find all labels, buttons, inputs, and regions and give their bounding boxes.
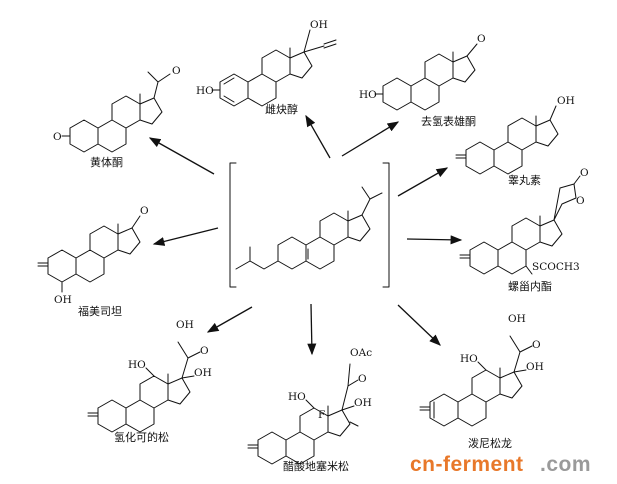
caption-dhea: 去氢表雄酮 [421, 114, 476, 128]
atom-label: OH [354, 397, 372, 409]
molecule-testosterone: OH [455, 95, 575, 175]
atom-label: HO [460, 353, 478, 365]
atom-label: OH [526, 361, 544, 373]
molecule-progesterone: O O [53, 65, 181, 153]
atom-label: O [580, 167, 589, 179]
caption-testosterone: 睾丸素 [508, 173, 541, 187]
atom-label: SCOCH3 [532, 261, 580, 273]
atom-label: F [318, 409, 325, 421]
caption-prednisolone: 泼尼松龙 [468, 436, 512, 450]
atom-label: O [53, 131, 62, 143]
atom-label: HO [288, 391, 306, 403]
reaction-arrows [148, 114, 463, 356]
atom-label: OH [310, 19, 328, 31]
caption-progesterone: 黄体酮 [90, 155, 123, 169]
atom-label: OH [194, 367, 212, 379]
atom-label: O [532, 339, 541, 351]
caption-hydrocortisone: 氢化可的松 [114, 430, 169, 444]
atom-label: O [200, 345, 209, 357]
caption-formestane: 福美司坦 [78, 304, 122, 318]
atom-label: HO [359, 89, 377, 101]
caption-dexamethasone-acetate: 醋酸地塞米松 [283, 459, 349, 473]
caption-ethinylestradiol: 雌炔醇 [265, 102, 298, 116]
watermark-brand: cn-ferment [410, 453, 524, 476]
molecule-dexamethasone-acetate: OAc HO O OH F [247, 347, 372, 465]
atom-label: OH [508, 313, 526, 325]
atom-label: OH [176, 319, 194, 331]
molecule-spironolactone: O O SCOCH3 [459, 167, 589, 275]
atom-label: HO [196, 85, 214, 97]
center-molecule [235, 186, 383, 270]
atom-label: HO [128, 359, 146, 371]
center-bracket [229, 162, 390, 288]
watermark: cn-ferment .com [410, 453, 591, 476]
molecule-hydrocortisone: OH HO O OH [87, 319, 212, 433]
molecule-ethinylestradiol: OH HO [196, 19, 337, 107]
caption-spironolactone: 螺甾内酯 [508, 279, 552, 293]
atom-label: O [172, 65, 181, 77]
molecule-formestane: O OH [37, 205, 149, 306]
molecule-prednisolone: OH HO O OH [419, 313, 544, 427]
atom-label: OH [54, 294, 72, 306]
atom-label: OH [557, 95, 575, 107]
atom-label: O [140, 205, 149, 217]
atom-label: O [358, 373, 367, 385]
atom-label: O [576, 195, 585, 207]
atom-label: O [477, 33, 486, 45]
watermark-domain: .com [540, 453, 591, 476]
molecule-dhea: O HO [359, 33, 486, 111]
atom-label: OAc [350, 347, 372, 359]
